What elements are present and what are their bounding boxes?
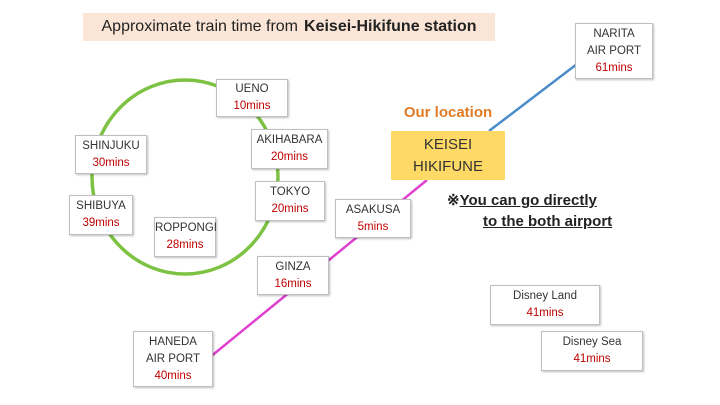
station-time: 20mins bbox=[270, 151, 309, 163]
station-roppongi: ROPPONGI 28mins bbox=[154, 217, 217, 257]
station-shinjuku: SHINJUKU 30mins bbox=[75, 135, 147, 174]
station-time: 10mins bbox=[233, 100, 271, 112]
note-line: to the both airport bbox=[483, 213, 613, 230]
reference-mark-icon: ※ bbox=[447, 192, 460, 209]
station-name: NARITA bbox=[593, 27, 635, 40]
station-name: AIR PORT bbox=[586, 44, 642, 57]
title-station: Keisei-Hikifune station bbox=[304, 18, 477, 35]
station-name: SHINJUKU bbox=[82, 139, 140, 152]
station-time: 61mins bbox=[595, 61, 633, 74]
narita-line bbox=[488, 63, 578, 132]
station-tokyo: TOKYO 20mins bbox=[255, 181, 325, 221]
yamanote-loop-line bbox=[90, 78, 280, 276]
station-haneda: HANEDA AIR PORT 40mins bbox=[133, 331, 213, 387]
station-time: 41mins bbox=[573, 353, 611, 365]
station-name: Disney Land bbox=[513, 290, 577, 302]
station-name: AKIHABARA bbox=[256, 134, 323, 146]
station-narita: NARITA AIR PORT 61mins bbox=[575, 23, 653, 79]
station-time: 16mins bbox=[274, 277, 312, 290]
station-name: GINZA bbox=[275, 260, 311, 273]
station-time: 39mins bbox=[82, 217, 120, 229]
station-time: 30mins bbox=[92, 156, 130, 169]
station-asakusa: ASAKUSA 5mins bbox=[335, 199, 411, 238]
note-line: You can go directly bbox=[459, 192, 597, 209]
keisei-hikifune-box: KEISEI HIKIFUNE bbox=[391, 131, 505, 180]
station-name: TOKYO bbox=[269, 186, 311, 198]
station-name: UENO bbox=[235, 83, 269, 95]
destination-disney-sea: Disney Sea 41mins bbox=[541, 331, 643, 371]
station-name: SHIBUYA bbox=[76, 200, 126, 212]
station-akihabara: AKIHABARA 20mins bbox=[251, 129, 328, 169]
station-time: 40mins bbox=[154, 369, 192, 382]
title-prefix: Approximate train time from bbox=[101, 18, 299, 35]
station-name: HANEDA bbox=[149, 335, 197, 348]
our-location-label: Our location bbox=[403, 104, 493, 121]
station-time: 28mins bbox=[166, 239, 204, 251]
title-banner: Approximate train time from Keisei-Hikifu… bbox=[83, 13, 495, 41]
station-time: 5mins bbox=[357, 220, 389, 233]
station-name: AIR PORT bbox=[145, 352, 201, 365]
station-time: 20mins bbox=[271, 203, 309, 215]
station-shibuya: SHIBUYA 39mins bbox=[69, 195, 133, 235]
station-name: ASAKUSA bbox=[345, 203, 401, 216]
home-station-name: KEISEI bbox=[423, 135, 473, 153]
station-name: ROPPONGI bbox=[155, 222, 217, 234]
station-time: 41mins bbox=[526, 307, 564, 319]
destination-disney-land: Disney Land 41mins bbox=[490, 285, 600, 325]
airport-note: ※You can go directly to the both airport bbox=[447, 190, 612, 232]
station-name: Disney Sea bbox=[562, 336, 622, 348]
station-ginza: GINZA 16mins bbox=[257, 256, 329, 295]
station-ueno: UENO 10mins bbox=[216, 79, 288, 117]
home-station-name: HIKIFUNE bbox=[412, 157, 483, 175]
